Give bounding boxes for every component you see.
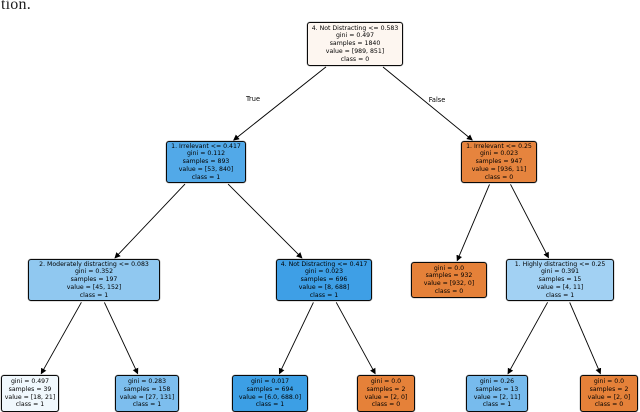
node-text-line: class = 1 <box>15 401 45 409</box>
tree-edge-n-highly-distracting-to-leaf-2-11 <box>507 302 548 375</box>
node-text-line: gini = 0.112 <box>186 150 226 158</box>
node-text-line: gini = 0.0 <box>370 378 402 386</box>
node-text-line: samples = 893 <box>182 158 230 166</box>
paper-caption-fragment: tion. <box>1 0 31 13</box>
tree-edge-n-moderately-distracting-to-leaf-27-131 <box>103 302 139 375</box>
node-text-line: samples = 158 <box>123 385 171 393</box>
node-text-line: class = 0 <box>340 55 370 63</box>
node-text-line: class = 1 <box>309 291 339 299</box>
node-text-line: gini = 0.0 <box>593 378 625 386</box>
node-text-line: class = 0 <box>434 287 464 295</box>
node-text-line: 1. Highly distracting <= 0.25 <box>514 260 606 268</box>
node-text-line: 4. Not Distracting <= 0.417 <box>280 260 368 268</box>
node-text-line: samples = 947 <box>475 158 523 166</box>
node-text-line: 2. Moderately distracting <= 0.083 <box>39 260 149 268</box>
node-text-line: 4. Not Distracting <= 0.583 <box>311 24 399 32</box>
tree-edge-n-irrelevant-right-to-leaf-932-0 <box>456 184 490 262</box>
node-text-line: class = 0 <box>484 173 514 181</box>
node-text-line: gini = 0.391 <box>540 268 580 276</box>
node-text-line: value = [2, 0] <box>587 393 631 401</box>
node-text-line: class = 1 <box>79 291 109 299</box>
node-text-line: value = [27, 131] <box>119 393 175 401</box>
node-text-line: samples = 1840 <box>329 40 381 48</box>
node-text-line: class = 1 <box>545 291 575 299</box>
node-text-line: class = 0 <box>371 401 401 409</box>
node-text-line: gini = 0.023 <box>304 268 344 276</box>
tree-edge-root-to-n-irrelevant-left <box>233 66 327 141</box>
node-text-line: value = [932, 0] <box>423 280 475 287</box>
tree-edge-root-to-n-irrelevant-right <box>382 66 473 141</box>
tree-edge-n-irrelevant-right-to-n-highly-distracting <box>510 184 549 259</box>
node-text-line: value = [8, 688] <box>298 283 350 291</box>
tree-edge-n-moderately-distracting-to-leaf-18-21 <box>40 302 82 375</box>
node-text-line: samples = 694 <box>246 385 294 393</box>
node-text-line: gini = 0.26 <box>479 378 515 386</box>
node-text-line: value = [936, 11] <box>471 165 527 173</box>
node-text-line: gini = 0.497 <box>10 378 50 386</box>
node-text-line: value = [2, 0] <box>364 393 408 401</box>
node-text-line: class = 0 <box>594 401 624 409</box>
node-text-line: gini = 0.023 <box>479 150 519 158</box>
node-text-line: 1. Irrelevant <= 0.417 <box>171 142 241 150</box>
node-text-line: 1. Irrelevant <= 0.25 <box>466 142 532 150</box>
node-text-line: gini = 0.352 <box>74 268 114 276</box>
node-text-line: gini = 0.283 <box>127 378 167 386</box>
node-text-line: class = 1 <box>255 401 285 409</box>
edge-label-false: False <box>428 96 446 104</box>
node-text-line: value = [4, 11] <box>536 283 584 291</box>
node-text-line: value = [53, 840] <box>178 165 234 173</box>
node-text-line: gini = 0.0 <box>433 264 465 272</box>
tree-edge-n-not-distracting-2-to-leaf-2-0-a <box>335 302 376 375</box>
node-text-line: value = [6.0, 688.0] <box>238 393 302 401</box>
node-text-line: value = [989, 851] <box>325 47 385 55</box>
node-text-line: gini = 0.497 <box>335 32 375 40</box>
node-text-line: samples = 13 <box>475 385 519 393</box>
tree-edge-n-irrelevant-left-to-n-moderately-distracting <box>114 183 186 259</box>
node-text-line: samples = 2 <box>589 385 629 393</box>
tree-edge-n-not-distracting-2-to-leaf-6-688 <box>278 302 314 375</box>
node-text-line: samples = 15 <box>538 276 582 284</box>
node-text-line: value = [45, 152] <box>66 283 122 291</box>
node-text-line: samples = 2 <box>366 385 406 393</box>
node-text-line: samples = 932 <box>425 272 473 280</box>
node-text-line: value = [18, 21] <box>4 393 56 401</box>
node-text-line: samples = 39 <box>8 385 52 393</box>
node-text-line: class = 1 <box>132 401 162 409</box>
tree-edge-n-highly-distracting-to-leaf-2-0-b <box>569 302 602 375</box>
tree-edge-n-irrelevant-left-to-n-not-distracting-2 <box>227 183 303 259</box>
edge-label-true: True <box>245 95 261 103</box>
node-text-line: class = 1 <box>482 401 512 409</box>
node-text-line: gini = 0.017 <box>250 378 290 386</box>
node-text-line: value = [2, 11] <box>473 393 521 401</box>
node-text-line: class = 1 <box>191 173 221 181</box>
node-text-line: samples = 197 <box>70 276 118 284</box>
node-text-line: samples = 696 <box>300 276 348 284</box>
